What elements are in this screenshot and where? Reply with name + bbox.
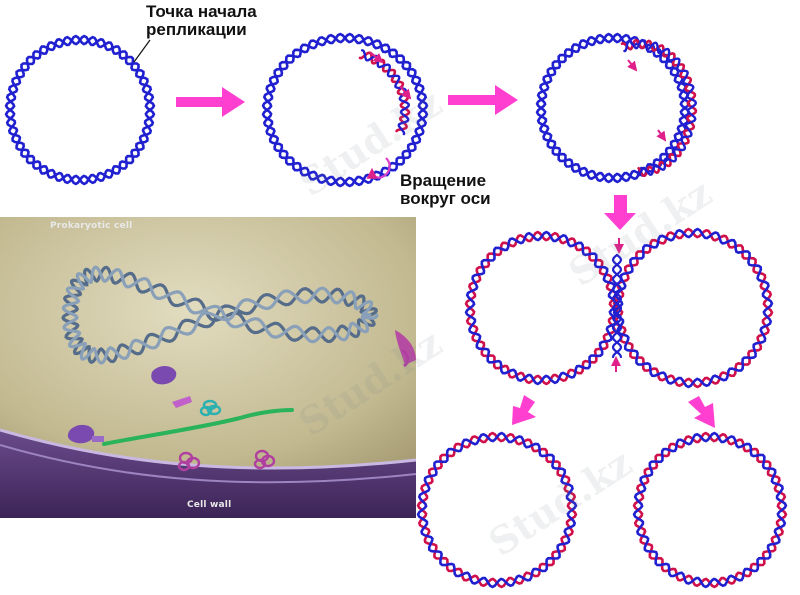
daughter-dna-final-right xyxy=(632,431,788,589)
fork-arrow-icon xyxy=(369,51,384,64)
dna-strand xyxy=(611,253,623,359)
prokaryotic-cell-label: Prokaryotic cell xyxy=(50,221,133,231)
daughter-dna-right xyxy=(612,227,774,389)
origin-pointer-line xyxy=(133,39,151,63)
dna-strand xyxy=(623,38,698,177)
origin-label-line1: Точка начала xyxy=(146,2,257,21)
dna-strand xyxy=(632,431,788,589)
prokaryotic-cell-panel xyxy=(0,217,417,518)
cell-wall-label: Cell wall xyxy=(187,500,232,510)
daughter-dna-left xyxy=(464,230,620,386)
cytoskeleton-fiber xyxy=(102,408,294,446)
process-arrow-icon xyxy=(604,195,636,230)
dna-strand xyxy=(416,431,578,589)
process-arrow-icon xyxy=(512,395,536,425)
rotation-arrow-icon xyxy=(366,157,391,179)
origin-label-line2: репликации xyxy=(146,19,247,39)
new-strand xyxy=(620,38,698,177)
replicating-dna-circle-late xyxy=(535,32,698,184)
rotation-label-line2: вокруг оси xyxy=(400,188,491,208)
origin-of-replication-label: Точка начала репликации xyxy=(146,3,257,39)
daughter-dna-final-left xyxy=(416,431,578,589)
fork-arrow-icon xyxy=(656,129,667,142)
process-arrow-icon xyxy=(176,87,245,117)
fork-arrows xyxy=(369,51,667,372)
fork-arrow-icon xyxy=(627,59,638,72)
rotation-label-line1: Вращение xyxy=(400,171,487,190)
process-arrow-icon xyxy=(448,85,518,115)
plasmid-cyan xyxy=(199,399,222,417)
parent-dna-circle xyxy=(4,34,156,186)
dna-junction xyxy=(611,253,623,359)
chromosome-strand xyxy=(61,265,379,365)
dna-strand xyxy=(4,34,156,186)
process-arrow-icon xyxy=(688,396,715,428)
rotation-label: Вращение вокруг оси xyxy=(400,172,491,208)
dna-circles xyxy=(4,32,788,589)
process-arrows xyxy=(176,85,715,428)
dna-strand xyxy=(611,253,623,359)
plasmid-2 xyxy=(253,449,276,470)
dna-strand xyxy=(612,227,774,389)
replicating-dna-circle-early xyxy=(261,32,429,188)
bacterial-chromosome xyxy=(61,265,379,365)
dna-strand xyxy=(464,230,620,386)
fork-arrow-icon xyxy=(399,85,412,100)
proteins xyxy=(67,348,410,444)
dna-strand xyxy=(261,32,429,188)
plasmid-1 xyxy=(177,451,201,472)
